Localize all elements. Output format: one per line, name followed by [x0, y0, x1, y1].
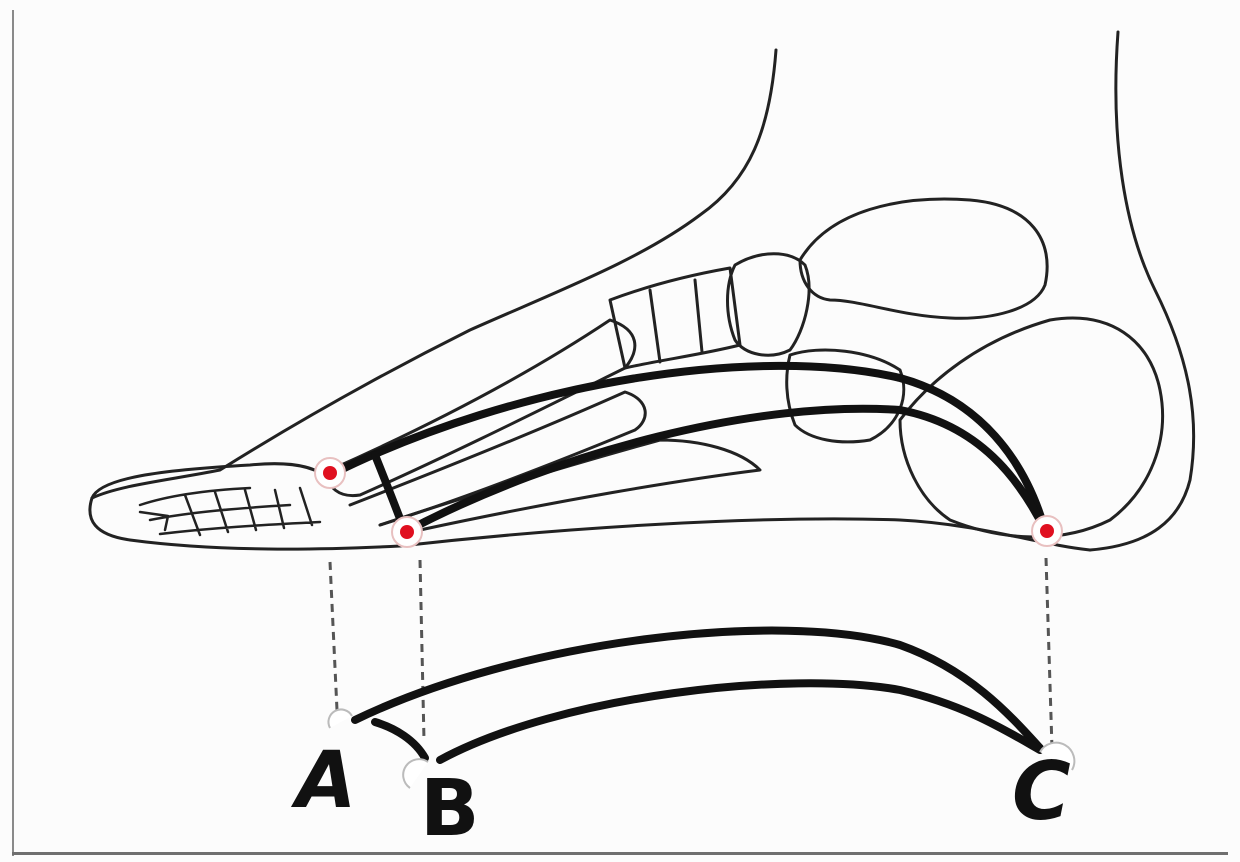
arch-ab-curve [375, 722, 425, 758]
label-c: C [1012, 752, 1071, 832]
marker-c-dot [1040, 524, 1054, 538]
marker-b-dot [400, 525, 414, 539]
arch-bc-curve [440, 683, 1040, 760]
toe-outline [92, 464, 330, 498]
cuneiform-bones [610, 268, 740, 368]
label-b: B [420, 770, 479, 848]
heel-contour [1090, 32, 1194, 550]
marker-points [315, 458, 1062, 547]
node-a [328, 709, 352, 728]
phalanges [140, 488, 320, 535]
talus-bone [800, 199, 1047, 318]
marker-a-dot [323, 466, 337, 480]
projection-line-a [330, 562, 337, 710]
projection-line-c [1046, 558, 1052, 748]
label-a: A [296, 742, 356, 820]
projection-line-b [420, 560, 424, 740]
sole-contour [90, 498, 1090, 550]
